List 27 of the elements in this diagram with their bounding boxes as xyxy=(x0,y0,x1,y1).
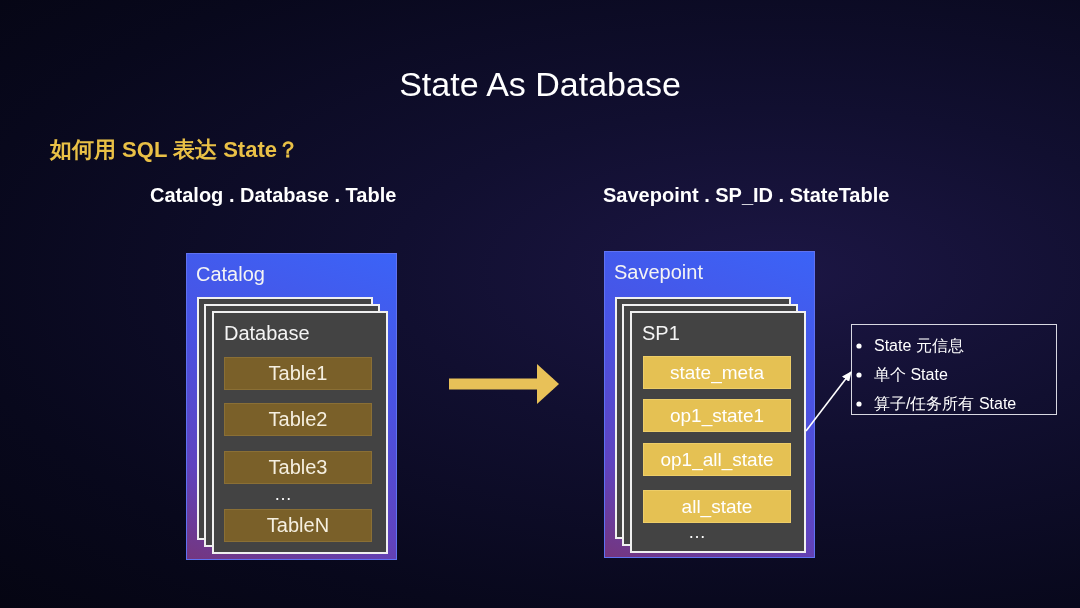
note-box xyxy=(851,324,1057,415)
slide-title: State As Database xyxy=(399,64,681,105)
block-arrow xyxy=(449,364,559,404)
state-table-box: op1_state1 xyxy=(643,399,791,432)
table-box: Table1 xyxy=(224,357,372,390)
ellipsis-text: … xyxy=(688,521,706,543)
path-expression: Savepoint . SP_ID . StateTable xyxy=(603,183,890,207)
table-box: TableN xyxy=(224,509,372,542)
state-table-box: op1_all_state xyxy=(643,443,791,476)
path-expression: Catalog . Database . Table xyxy=(150,183,397,207)
state-table-box: all_state xyxy=(643,490,791,523)
section-heading: 如何用 SQL 表达 State？ xyxy=(50,137,299,163)
container-panel xyxy=(604,251,815,558)
panel-title: Database xyxy=(224,321,310,345)
bullet-text: State 元信息 xyxy=(874,335,964,356)
table-box: Table2 xyxy=(224,403,372,436)
panel-title: Savepoint xyxy=(614,260,703,284)
container-panel xyxy=(186,253,397,560)
bullet-text: 算子/任务所有 State xyxy=(874,393,1017,414)
state-table-box: state_meta xyxy=(643,356,791,389)
table-box: Table3 xyxy=(224,451,372,484)
sheet-panel xyxy=(212,311,388,554)
ellipsis-text: … xyxy=(274,483,292,505)
panel-title: SP1 xyxy=(642,321,680,345)
panel-title: Catalog xyxy=(196,262,265,286)
sheet-panel xyxy=(630,311,806,553)
bullet-text: 单个 State xyxy=(874,364,948,385)
